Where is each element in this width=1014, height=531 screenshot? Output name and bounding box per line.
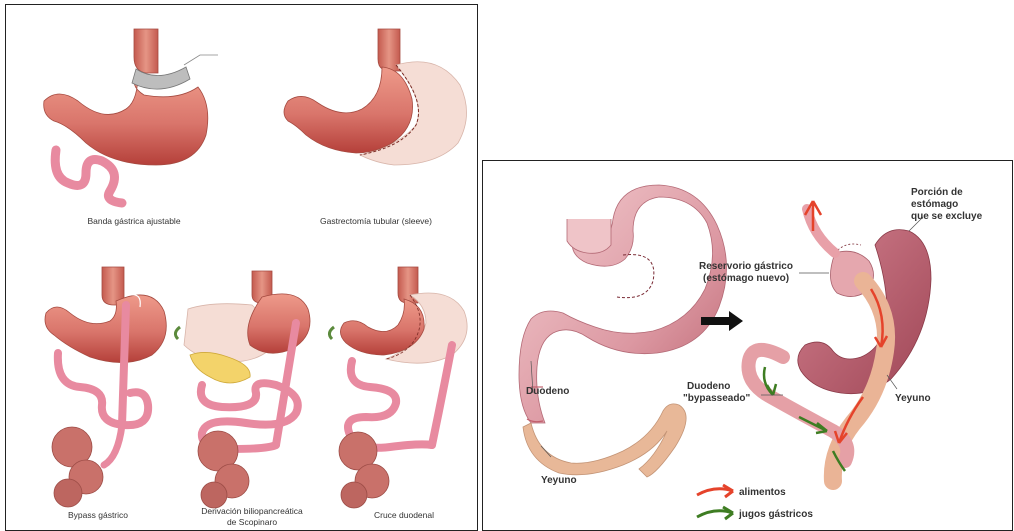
label-porcion-line1: Porción de bbox=[911, 187, 963, 198]
procedures-panel: Banda gástrica ajustable Gastrectomía tu… bbox=[5, 4, 478, 531]
caption-sleeve: Gastrectomía tubular (sleeve) bbox=[320, 216, 432, 226]
bypass-stomach-figure bbox=[748, 201, 931, 481]
normal-stomach-figure bbox=[519, 185, 727, 477]
excluded-stomach bbox=[798, 230, 931, 394]
label-duodeno-bypass-line1: Duodeno bbox=[687, 381, 730, 392]
procedures-illustration: Banda gástrica ajustable Gastrectomía tu… bbox=[6, 5, 478, 531]
legend-jugos: jugos gástricos bbox=[738, 509, 813, 520]
caption-scopinaro-line1: Derivación biliopancreática bbox=[201, 506, 303, 516]
bypass-anatomy-panel: Duodeno Yeyuno P bbox=[482, 160, 1013, 531]
caption-scopinaro-line2: de Scopinaro bbox=[227, 517, 277, 527]
caption-banda: Banda gástrica ajustable bbox=[87, 216, 180, 226]
label-yeyuno-right: Yeyuno bbox=[895, 393, 931, 404]
legend-alimentos: alimentos bbox=[739, 487, 786, 498]
figure-banda-gastrica: Banda gástrica ajustable bbox=[44, 29, 218, 226]
figure-bypass: Bypass gástrico bbox=[45, 267, 166, 520]
label-porcion-line2: estómago bbox=[911, 199, 958, 210]
jejunum bbox=[523, 404, 686, 477]
figure-cruce-duodenal: Cruce duodenal bbox=[329, 267, 467, 520]
label-yeyuno-left: Yeyuno bbox=[541, 475, 577, 486]
caption-cruce: Cruce duodenal bbox=[374, 510, 434, 520]
label-reservorio-line1: Reservorio gástrico bbox=[699, 261, 793, 272]
label-porcion-line3: que se excluye bbox=[911, 211, 983, 222]
label-duodeno-bypass-line2: "bypasseado" bbox=[683, 393, 751, 404]
figure-sleeve: Gastrectomía tubular (sleeve) bbox=[284, 29, 467, 226]
legend: alimentos jugos gástricos bbox=[697, 485, 813, 520]
label-duodeno: Duodeno bbox=[526, 386, 569, 397]
figure-scopinaro: Derivación biliopancreática de Scopinaro bbox=[175, 271, 310, 527]
caption-bypass: Bypass gástrico bbox=[68, 510, 128, 520]
bypass-anatomy-illustration: Duodeno Yeyuno P bbox=[483, 161, 1013, 531]
label-reservorio-line2: (estómago nuevo) bbox=[703, 273, 789, 284]
